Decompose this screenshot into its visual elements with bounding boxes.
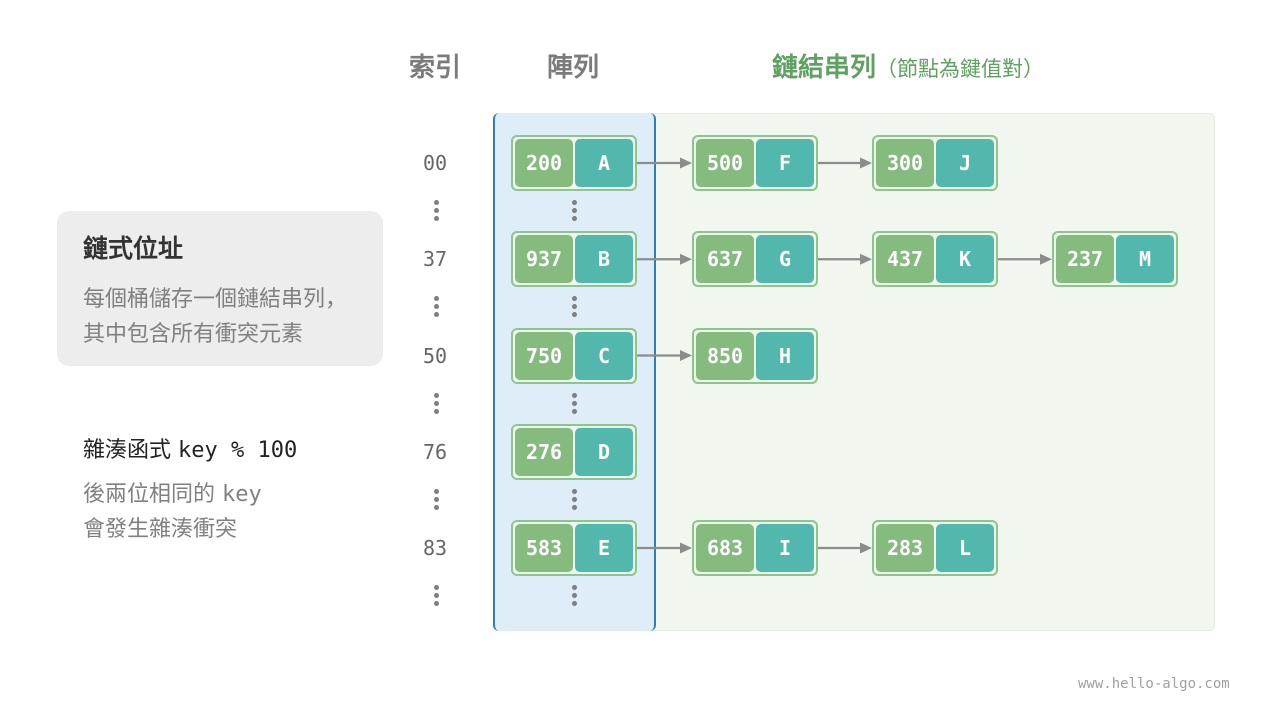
node-value: K xyxy=(936,235,994,284)
node-key: 200 xyxy=(515,139,573,187)
node-key: 437 xyxy=(876,235,934,284)
index-ellipsis xyxy=(434,200,440,222)
node-value: J xyxy=(936,139,994,187)
info-card-title: 鏈式位址 xyxy=(83,234,184,263)
node-value: I xyxy=(756,524,814,572)
node-key: 237 xyxy=(1056,235,1114,284)
watermark: www.hello-algo.com xyxy=(1078,676,1230,692)
node-key: 500 xyxy=(696,139,754,187)
index-ellipsis xyxy=(434,296,440,318)
linked-list-note: （節點為鍵值對） xyxy=(876,57,1045,81)
node-key: 283 xyxy=(876,524,934,572)
node-key: 637 xyxy=(696,235,754,284)
hash-note-text: 後兩位相同的 xyxy=(83,482,216,507)
hash-note-line: 後兩位相同的 key xyxy=(83,476,262,508)
node-value: G xyxy=(756,235,814,284)
index-ellipsis xyxy=(434,585,440,607)
bucket-index: 37 xyxy=(422,247,448,272)
array-ellipsis xyxy=(572,585,578,607)
node-value: M xyxy=(1116,235,1174,284)
node-key: 683 xyxy=(696,524,754,572)
array-ellipsis xyxy=(572,200,578,222)
node-value: L xyxy=(936,524,994,572)
hash-note-line: 會發生雜湊衝突 xyxy=(83,517,238,542)
info-card-line: 每個桶儲存一個鏈結串列， xyxy=(83,287,348,312)
bucket-index: 50 xyxy=(422,343,448,368)
info-card-line: 其中包含所有衝突元素 xyxy=(83,322,304,347)
node-key: 276 xyxy=(515,427,573,476)
node-key: 300 xyxy=(876,139,934,187)
node-value: A xyxy=(575,139,633,187)
index-ellipsis xyxy=(434,392,440,415)
bucket-index: 83 xyxy=(422,536,448,560)
hash-function-label: 雜湊函式 xyxy=(83,438,172,463)
node-value: E xyxy=(575,524,633,572)
hash-function-title: 雜湊函式 key % 100 xyxy=(83,432,297,464)
node-key: 750 xyxy=(515,331,573,380)
linked-list-header: 鏈結串列（節點為鍵值對） xyxy=(772,50,1044,86)
node-value: F xyxy=(756,139,814,187)
array-column-header: 陣列 xyxy=(546,53,599,83)
node-key: 937 xyxy=(515,235,573,284)
array-ellipsis xyxy=(572,392,578,415)
hash-note-code: key xyxy=(222,482,262,507)
linked-list-title: 鏈結串列 xyxy=(772,53,877,83)
hash-function-expr: key % 100 xyxy=(178,438,298,463)
array-ellipsis xyxy=(572,488,578,511)
node-key: 850 xyxy=(696,331,754,380)
node-value: D xyxy=(575,427,633,476)
index-ellipsis xyxy=(434,488,440,511)
info-card xyxy=(57,211,383,366)
node-value: H xyxy=(756,331,814,380)
bucket-index: 00 xyxy=(422,151,448,175)
node-value: B xyxy=(575,235,633,284)
node-value: C xyxy=(575,331,633,380)
index-column-header: 索引 xyxy=(408,53,461,83)
bucket-index: 76 xyxy=(422,439,448,464)
array-ellipsis xyxy=(572,296,578,318)
node-key: 583 xyxy=(515,524,573,572)
